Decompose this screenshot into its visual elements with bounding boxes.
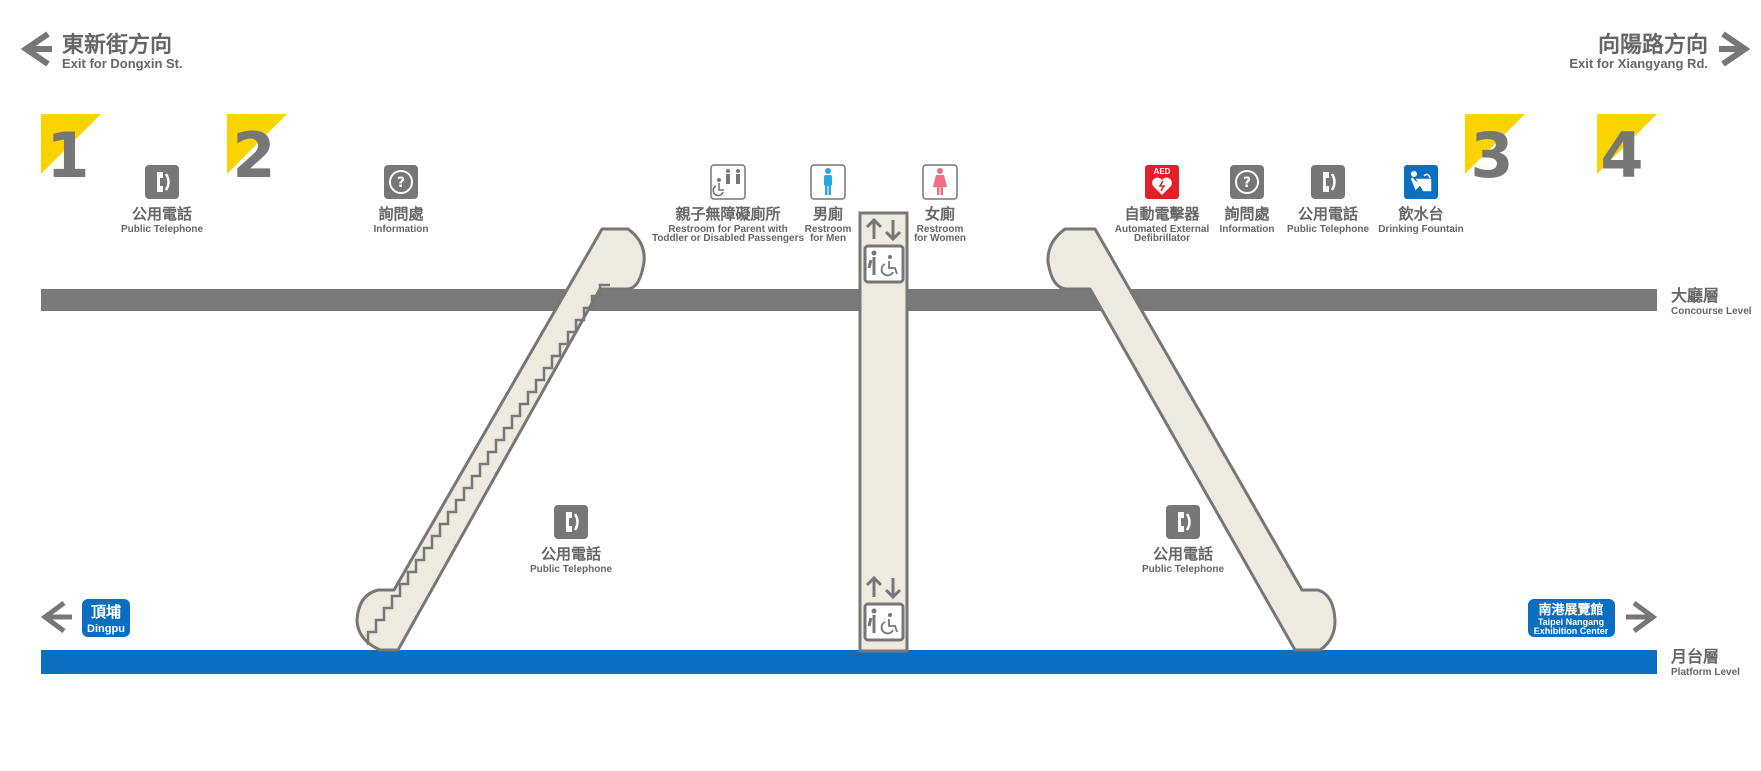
question-icon — [1230, 165, 1264, 199]
stairs-icon — [366, 283, 610, 645]
exit-number-4[interactable]: 4 — [1597, 114, 1657, 192]
arrow-right-icon — [1719, 31, 1751, 67]
accessible-elevator-icon — [863, 602, 905, 642]
elevator[interactable] — [858, 211, 909, 653]
direction-left-zh: 頂埔 — [91, 603, 121, 621]
facility-label-en: Restroom — [805, 224, 852, 235]
exit-right-en: Exit for Xiangyang Rd. — [1569, 56, 1708, 71]
facility-label-en: Toddler or Disabled Passengers — [652, 233, 805, 244]
facility-label-en: Restroom for Parent with — [668, 224, 787, 235]
left-escalator[interactable] — [355, 227, 646, 652]
telephone-icon — [554, 505, 588, 539]
exit-left-zh: 東新街方向 — [62, 32, 172, 58]
facility-public-telephone-4[interactable]: 公用電話 Public Telephone — [1142, 505, 1224, 575]
facility-label-en: Public Telephone — [530, 564, 612, 575]
facility-label-en: for Women — [914, 233, 966, 244]
accessible-elevator-icon — [863, 244, 905, 284]
facility-label-en: Defibrillator — [1134, 233, 1190, 244]
telephone-icon — [1166, 505, 1200, 539]
aed-icon-text: AED — [1154, 167, 1171, 176]
exit-right-zh: 向陽路方向 — [1598, 32, 1708, 58]
direction-nangang-exhibition-center[interactable]: 南港展覽館 Taipei Nangang Exhibition Center — [1528, 599, 1658, 637]
facility-label-zh: 自動電擊器 — [1124, 205, 1200, 223]
facility-label-zh: 公用電話 — [541, 545, 601, 563]
svg-text:?: ? — [397, 175, 405, 191]
exit-number-label: 1 — [46, 119, 89, 192]
exit-number-3[interactable]: 3 — [1465, 114, 1525, 192]
direction-right-zh: 南港展覽館 — [1538, 602, 1603, 618]
facility-label-en: Information — [1220, 224, 1275, 235]
exit-flag-icon — [1597, 114, 1657, 174]
concourse-level-bar — [41, 289, 1657, 311]
facility-label-zh: 女廁 — [925, 205, 955, 223]
telephone-icon — [145, 165, 179, 199]
facility-label-en: Automated External — [1115, 224, 1210, 235]
facility-label-zh: 公用電話 — [1153, 545, 1213, 563]
facility-mens-restroom[interactable]: 男廁 Restroom for Men — [805, 164, 852, 244]
platform-level-bar — [41, 650, 1657, 674]
exit-number-1[interactable]: 1 — [41, 114, 101, 192]
exit-number-label: 4 — [1600, 119, 1643, 192]
platform-level-zh: 月台層 — [1670, 647, 1719, 666]
arrow-right-icon — [1626, 600, 1658, 634]
facility-label-en: Drinking Fountain — [1378, 224, 1464, 235]
facility-public-telephone-1[interactable]: 公用電話 Public Telephone — [121, 165, 203, 235]
facility-family-restroom[interactable]: 親子無障礙廁所 Restroom for Parent with Toddler… — [652, 164, 805, 244]
direction-left-en: Dingpu — [87, 623, 125, 635]
facility-information-1[interactable]: ? 詢問處 Information — [374, 165, 429, 235]
facility-label-zh: 詢問處 — [1224, 205, 1270, 223]
exit-left-en: Exit for Dongxin St. — [62, 56, 183, 71]
facility-label-zh: 男廁 — [813, 205, 843, 223]
facility-label-zh: 公用電話 — [132, 205, 192, 223]
facility-label-en: Restroom — [917, 224, 964, 235]
facility-womens-restroom[interactable]: 女廁 Restroom for Women — [914, 164, 966, 244]
facility-information-2[interactable]: ? 詢問處 Information — [1220, 165, 1275, 235]
question-icon — [384, 165, 418, 199]
exit-number-2[interactable]: 2 — [227, 114, 287, 192]
elevator-arrows-icon — [865, 217, 902, 242]
exit-direction-right[interactable]: 向陽路方向 Exit for Xiangyang Rd. — [1569, 31, 1751, 71]
platform-level-en: Platform Level — [1671, 667, 1740, 678]
svg-text:?: ? — [1243, 175, 1251, 191]
right-escalator[interactable] — [1046, 227, 1337, 652]
facility-label-zh: 詢問處 — [378, 205, 424, 223]
facility-aed[interactable]: AED 自動電擊器 Automated External Defibrillat… — [1115, 165, 1210, 244]
exit-number-label: 3 — [1470, 119, 1513, 192]
exit-direction-left[interactable]: 東新街方向 Exit for Dongxin St. — [20, 31, 183, 71]
exit-flag-icon — [41, 114, 101, 174]
facility-label-zh: 親子無障礙廁所 — [675, 205, 780, 223]
exit-flag-icon — [227, 114, 287, 174]
facility-label-en: Public Telephone — [121, 224, 203, 235]
facility-label-en: Public Telephone — [1142, 564, 1224, 575]
facility-public-telephone-3[interactable]: 公用電話 Public Telephone — [530, 505, 612, 575]
facility-public-telephone-2[interactable]: 公用電話 Public Telephone — [1287, 165, 1369, 235]
facility-label-en: Public Telephone — [1287, 224, 1369, 235]
facility-drinking-fountain[interactable]: 飲水台 Drinking Fountain — [1378, 165, 1464, 235]
direction-right-en: Exhibition Center — [1534, 626, 1609, 636]
elevator-arrows-icon — [865, 575, 902, 600]
exit-number-label: 2 — [232, 119, 275, 192]
exit-flag-icon — [1465, 114, 1525, 174]
facility-label-en: Information — [374, 224, 429, 235]
telephone-icon — [1311, 165, 1345, 199]
arrow-left-icon — [40, 600, 72, 634]
facility-label-en: for Men — [810, 233, 846, 244]
direction-dingpu[interactable]: 頂埔 Dingpu — [40, 599, 130, 637]
concourse-level-zh: 大廳層 — [1671, 286, 1719, 305]
direction-right-en: Taipei Nangang — [1538, 617, 1604, 627]
facility-label-zh: 公用電話 — [1298, 205, 1358, 223]
arrow-left-icon — [20, 31, 52, 67]
facility-label-zh: 飲水台 — [1397, 205, 1443, 223]
concourse-level-en: Concourse Level — [1671, 306, 1752, 317]
